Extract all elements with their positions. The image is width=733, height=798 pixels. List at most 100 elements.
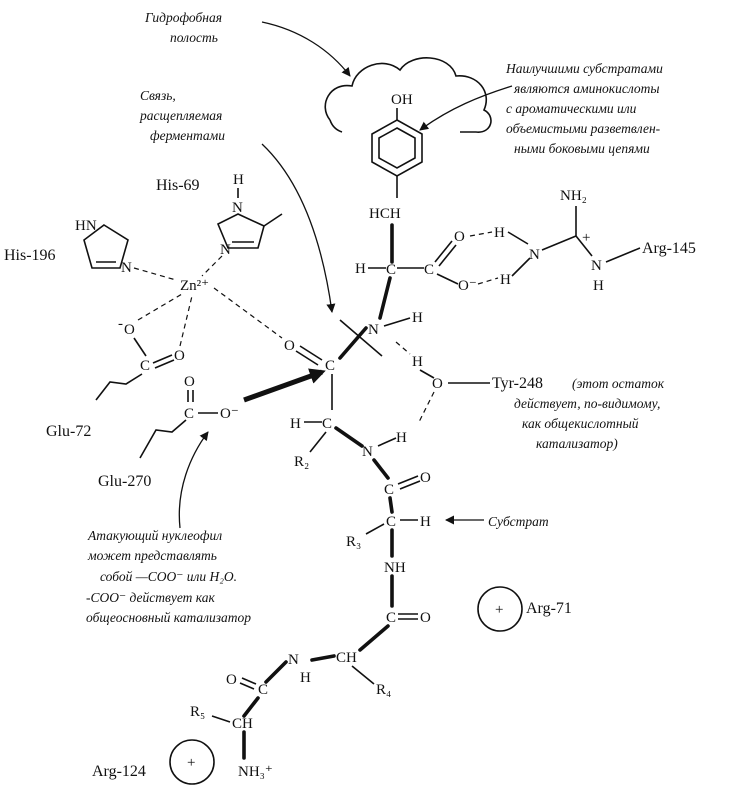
- scissile-cut-mark: [339, 319, 383, 357]
- coord-zn-o-scissile: [213, 287, 283, 339]
- hbond-o1-h: [469, 231, 493, 237]
- coord-glu72-zn-1: [137, 293, 183, 321]
- hbond-tyr248-nh: [417, 391, 435, 425]
- glu72-o2: O: [174, 348, 185, 364]
- label-arg145: Arg-145: [642, 240, 696, 257]
- atom-n-amide-4: N: [288, 652, 299, 668]
- atom-h-amide-2: H: [396, 430, 407, 446]
- his69-chain: [263, 213, 283, 227]
- bond-h-o-tyr248: [419, 369, 435, 379]
- bond-c5-ch5: [242, 696, 260, 718]
- label-arg71: Arg-71: [526, 600, 572, 617]
- atom-h-amide-4: H: [300, 670, 311, 686]
- bond-scissile-co-a: [299, 345, 323, 361]
- his69-n: N: [220, 242, 231, 258]
- atom-c-carboxyl: C: [424, 262, 434, 278]
- note-best-substrates-line2: являются аминокислоты: [513, 81, 660, 96]
- note-nucleophile-line1: Атакующий нуклеофил: [87, 528, 222, 543]
- glu72-co-a: [152, 354, 173, 364]
- atom-hch: HCH: [369, 206, 401, 222]
- arrow-best-substrates: [419, 85, 513, 131]
- atom-h-tyr248: H: [412, 354, 423, 370]
- atom-c4: C: [386, 610, 396, 626]
- bond-c-o-double-a: [434, 240, 453, 263]
- atom-c5: C: [258, 682, 268, 698]
- note-cleaved-line3: ферментами: [150, 128, 225, 143]
- his69-n-top: N: [232, 200, 243, 216]
- bond-h-n1: [507, 231, 529, 245]
- atom-o-carboxyl-1: O: [454, 229, 465, 245]
- note-nucleophile-line3: собой —COO⁻ или H₂O.: [100, 569, 237, 584]
- atom-h-calpha3: H: [420, 514, 431, 530]
- arg145-plus: +: [582, 230, 590, 246]
- atom-r5: R₅: [190, 704, 205, 720]
- hydrophobic-pocket-cloud: [324, 57, 492, 133]
- arrow-cleaved-bond: [261, 143, 336, 313]
- arrow-nucleophile: [178, 431, 209, 529]
- bond-c3-calpha3: [388, 496, 394, 514]
- bond-n-h-amide-2: [377, 437, 397, 447]
- arg124-plus: +: [187, 755, 195, 771]
- note-best-substrates-line1: Наилучшими субстратами: [505, 61, 663, 76]
- bond-calpha2-n: [334, 426, 364, 448]
- bond-c5-o-b: [239, 682, 255, 690]
- atom-nh3: NH₃⁺: [238, 764, 273, 780]
- label-glu72: Glu-72: [46, 423, 91, 440]
- atom-r2: R₂: [294, 454, 309, 470]
- glu72-co-b: [154, 359, 175, 369]
- atom-n-arg145-2: N: [591, 258, 602, 274]
- glu72-c-o1: [133, 337, 147, 357]
- his196-ring: [83, 224, 129, 269]
- bond-ch5-r5: [211, 715, 231, 723]
- atom-n-amide-1: N: [368, 322, 379, 338]
- note-best-substrates-line4: объемистыми разветвлен-: [506, 121, 661, 136]
- atom-o4: O: [420, 610, 431, 626]
- atom-nh2-arg145: NH₂: [560, 188, 587, 204]
- bond-calpha2-r2: [309, 431, 327, 453]
- his69-h: H: [233, 172, 244, 188]
- cloud-edge: [329, 119, 343, 133]
- bond-c3-o-a: [397, 475, 419, 485]
- atom-c-calpha: C: [386, 262, 396, 278]
- arrow-nucleophilic-attack: [243, 368, 326, 403]
- note-tyr-line3: как общекислотный: [522, 416, 639, 431]
- atom-oh-phenol: OH: [391, 92, 413, 108]
- note-hydrophobic-line2: полость: [170, 30, 218, 45]
- atom-h-arg145-2: H: [500, 272, 511, 288]
- note-tyr-line4: катализатор): [536, 436, 618, 451]
- note-nucleophile-line5: общеосновный катализатор: [86, 610, 251, 625]
- coord-glu72-zn-2: [179, 295, 193, 347]
- bond-calpha-n: [378, 276, 392, 320]
- atom-ch-5: CH: [232, 716, 253, 732]
- benzene-inner-ring: [378, 127, 416, 169]
- atom-o-carboxyl-2: O⁻: [458, 278, 477, 294]
- note-nucleophile-line2: может представлять: [87, 548, 217, 563]
- label-glu270: Glu-270: [98, 473, 151, 490]
- atom-h-amide-1: H: [412, 310, 423, 326]
- bond-ch4-nh: [310, 654, 336, 662]
- atom-c-calpha3: C: [386, 514, 396, 530]
- note-best-substrates-line3: с ароматическими или: [506, 101, 637, 116]
- atom-n-amide-2: N: [362, 444, 373, 460]
- his69-ring: [216, 213, 265, 249]
- bond-h-n2: [511, 257, 531, 277]
- bond-c3-o-b: [399, 480, 421, 490]
- bond-c4-ch4: [358, 624, 390, 652]
- atom-zn: Zn²⁺: [180, 278, 209, 294]
- bond-n-c3: [372, 458, 390, 480]
- hbond-amide-tyr248: [395, 341, 411, 355]
- bond-scissile: [338, 326, 368, 360]
- bond-n-h-amide-1: [383, 317, 411, 327]
- glu270-o-top: O: [184, 374, 195, 390]
- atom-r3: R₃: [346, 534, 361, 550]
- his196-n: N: [121, 260, 132, 276]
- atom-h-calpha2: H: [290, 416, 301, 432]
- glu72-c: C: [140, 358, 150, 374]
- arrow-hydrophobic: [261, 21, 351, 77]
- note-substrate: Субстрат: [488, 514, 549, 529]
- atom-o5: O: [226, 672, 237, 688]
- bond-ch4-r4: [351, 665, 375, 685]
- atom-c-calpha2: C: [322, 416, 332, 432]
